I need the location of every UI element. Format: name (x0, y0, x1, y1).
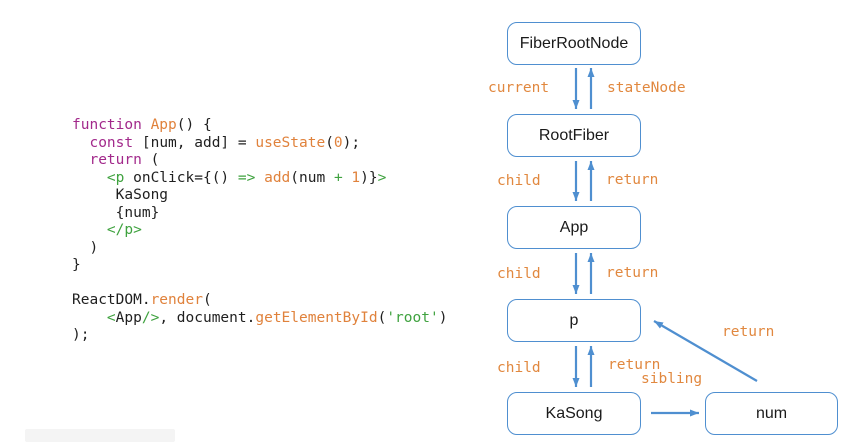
code-token: ( (325, 134, 334, 151)
code-token: ); (342, 134, 361, 151)
code-token: getElementById (255, 309, 378, 326)
node-app: App (507, 206, 641, 249)
code-token (72, 222, 107, 238)
code-token: add (264, 169, 291, 186)
code-token: {num} (72, 204, 160, 221)
code-token: < (106, 309, 116, 326)
code-token: const (89, 134, 134, 151)
code-line: </p> (72, 222, 447, 240)
code-token (72, 170, 107, 186)
code-token: render (150, 292, 203, 308)
code-token (72, 310, 107, 326)
code-token: => (237, 169, 256, 186)
code-token: , document. (159, 309, 256, 326)
edge-label-statenode: stateNode (607, 80, 686, 96)
code-token: ); (72, 327, 90, 343)
edge-label-return-1: return (606, 172, 659, 188)
node-rootfiber: RootFiber (507, 114, 641, 157)
code-token: KaSong (72, 187, 169, 203)
edge-label-child-2: child (497, 266, 541, 282)
code-token: /> (141, 309, 160, 326)
code-line (72, 275, 447, 293)
edge-label-child-3: child (497, 360, 541, 376)
code-token: ) (438, 309, 448, 326)
code-token (72, 135, 89, 151)
code-token: () { (176, 117, 212, 133)
edge-label-return-diag: return (722, 324, 775, 340)
code-line: KaSong (72, 187, 447, 205)
code-line: ); (72, 327, 447, 345)
code-line: ) (72, 240, 447, 258)
edge-label-return-3: return (608, 357, 661, 373)
code-line: return ( (72, 152, 447, 170)
code-token: 1 (351, 169, 361, 186)
node-p: p (507, 299, 641, 342)
code-token: + (333, 169, 343, 186)
code-block: function App() { const [num, add] = useS… (72, 117, 447, 345)
edge-label-return-2: return (606, 265, 659, 281)
code-line: <p onClick={() => add(num + 1)}> (72, 170, 447, 188)
code-token: <p (106, 169, 125, 186)
code-token: useState (255, 134, 326, 151)
code-token: )} (360, 169, 378, 186)
code-token: function (72, 117, 151, 133)
code-token: ( (141, 152, 160, 168)
code-token: ( (202, 292, 212, 308)
code-token: onClick={() (124, 169, 238, 186)
code-token: return (89, 152, 142, 168)
code-token: ReactDOM. (72, 292, 151, 308)
code-token: App (150, 117, 177, 133)
code-token: ( (377, 309, 387, 326)
code-line: <App/>, document.getElementById('root') (72, 309, 448, 328)
code-token: (num (290, 169, 334, 186)
edge-label-current: current (488, 80, 550, 96)
code-token: } (72, 257, 81, 273)
code-line: function App() { (72, 117, 447, 135)
node-kasong: KaSong (507, 392, 641, 435)
code-token: App (115, 309, 142, 326)
code-line: ReactDOM.render( (72, 292, 447, 310)
node-fiberrootnode: FiberRootNode (507, 22, 641, 65)
node-num: num (705, 392, 838, 435)
code-token: [num, add] = (133, 134, 256, 151)
watermark (25, 429, 175, 442)
code-token (255, 170, 264, 186)
code-token: > (377, 169, 387, 186)
code-token (72, 152, 89, 168)
code-line: const [num, add] = useState(0); (72, 135, 447, 153)
code-line: } (72, 257, 447, 275)
code-token: 'root' (386, 309, 439, 326)
code-line: {num} (72, 205, 447, 223)
code-token: 0 (333, 134, 343, 151)
code-token: </p> (106, 222, 142, 238)
code-token: ) (72, 239, 99, 256)
edge-label-sibling: sibling (641, 371, 703, 387)
edge-label-child-1: child (497, 173, 541, 189)
